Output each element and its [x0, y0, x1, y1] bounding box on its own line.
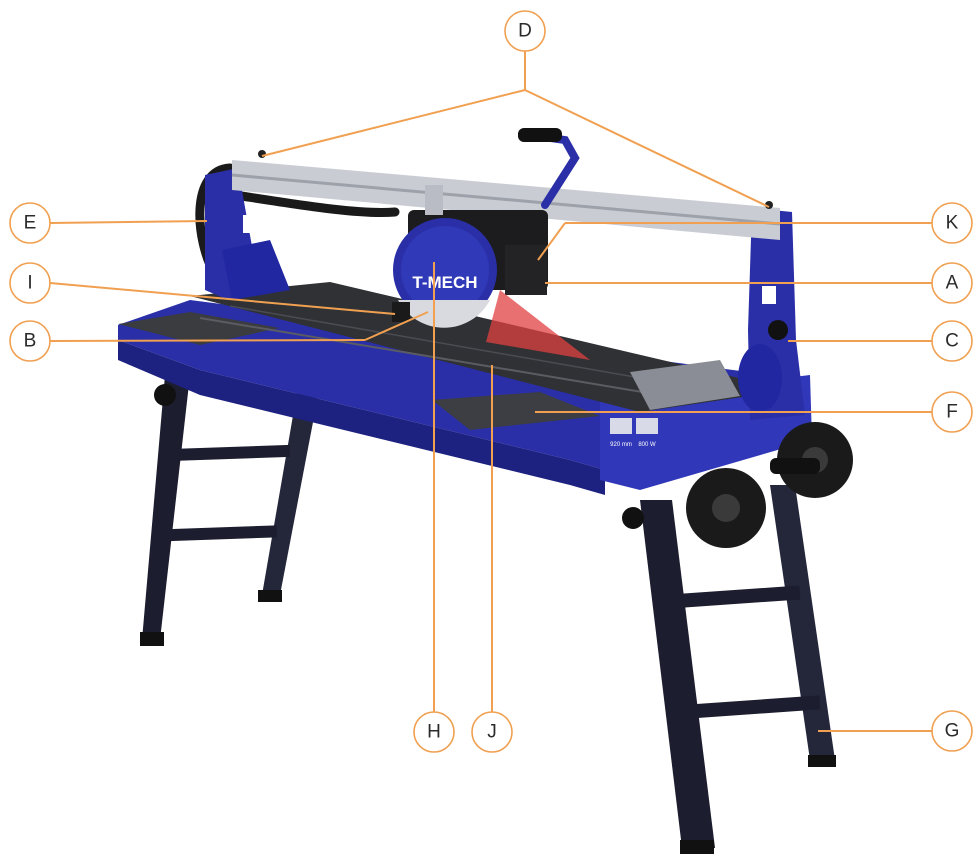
callout-g: G [931, 710, 973, 752]
callout-line-e [49, 220, 208, 224]
tile-saw-illustration: 920 mm 800 W [118, 128, 853, 854]
right-extension-table [432, 392, 600, 430]
callout-line-b-h [49, 339, 366, 342]
upright-right [738, 208, 805, 420]
callout-line-d-left [261, 89, 526, 157]
blade-guard: T-MECH [393, 218, 497, 328]
brand-logo: T-MECH [412, 273, 477, 292]
callout-j: J [471, 711, 513, 753]
callout-label-d: D [518, 21, 532, 42]
laser-guide-beam [486, 290, 590, 360]
left-leg-assembly [140, 375, 322, 646]
carry-handle [770, 458, 820, 474]
spec-plate-length: 920 mm [610, 442, 632, 448]
diamond-blade [398, 300, 490, 328]
callout-label-k: K [946, 213, 959, 234]
carriage-handle [518, 128, 580, 209]
callout-label-e: E [24, 213, 37, 234]
callout-a: A [931, 262, 973, 304]
water-nozzle [392, 302, 410, 322]
spec-plate-length-badge [610, 418, 632, 434]
callout-line-i [49, 282, 396, 315]
callout-label-j: J [487, 722, 497, 743]
callout-label-i: I [27, 273, 32, 294]
callout-label-b: B [24, 331, 37, 352]
right-leg-assembly [622, 485, 836, 854]
spec-plate-power-badge [636, 418, 658, 434]
callout-label-f: F [946, 402, 958, 423]
cutting-table [118, 282, 790, 430]
rail-end-screw-left [258, 150, 266, 158]
callout-h: H [413, 711, 455, 753]
callout-line-d-right [524, 89, 770, 208]
guide-rail [231, 150, 781, 240]
callout-label-c: C [945, 331, 959, 352]
callout-label-h: H [427, 722, 441, 743]
callout-i: I [9, 262, 51, 304]
transport-wheels [686, 422, 853, 548]
bevel-lock-knob [768, 320, 788, 340]
callout-lines [49, 50, 935, 732]
callout-f: F [931, 391, 973, 433]
callout-b: B [9, 320, 51, 362]
callout-line-b [364, 311, 429, 341]
left-extension-table [118, 312, 280, 345]
upright-left [205, 168, 290, 300]
callout-e: E [9, 202, 51, 244]
callout-d: D [504, 10, 546, 52]
callout-line-k [537, 222, 566, 261]
callout-label-a: A [946, 273, 959, 294]
callout-label-g: G [945, 721, 960, 742]
callout-c: C [931, 320, 973, 362]
spec-plate-power: 800 W [638, 442, 656, 448]
angle-guide [630, 360, 740, 410]
callout-k: K [931, 202, 973, 244]
